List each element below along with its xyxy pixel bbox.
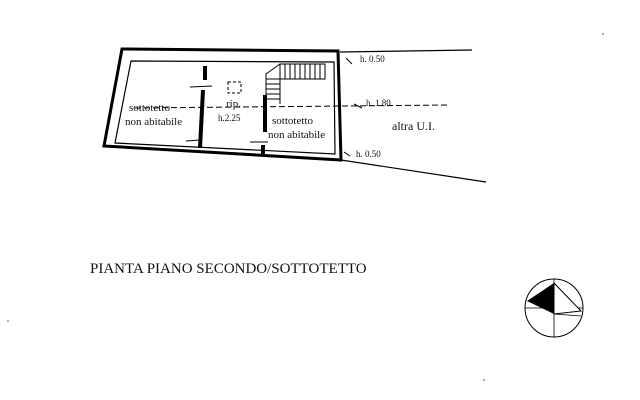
svg-text:h. 0.50: h. 0.50 bbox=[360, 54, 385, 64]
room-3-label-line2: non abitabile bbox=[268, 129, 325, 141]
north-arrow-icon bbox=[524, 278, 584, 338]
staircase-icon bbox=[265, 63, 326, 104]
door-marks bbox=[185, 85, 268, 143]
height-marker-top: h. 0.50 bbox=[345, 54, 385, 65]
height-marker-middle: h. 1.80 bbox=[353, 98, 391, 109]
svg-text:h. 1.80: h. 1.80 bbox=[366, 98, 391, 108]
interior-walls bbox=[198, 66, 267, 154]
room-2-height: h.2.25 bbox=[218, 113, 241, 123]
svg-text:h. 0.50: h. 0.50 bbox=[356, 149, 381, 159]
roof-pitch-lines bbox=[339, 49, 487, 183]
room-1-label-line1: sottotetto bbox=[129, 102, 170, 114]
room-1-label-line2: non abitabile bbox=[125, 116, 182, 128]
height-reference-line bbox=[134, 104, 451, 109]
height-marker-bottom: h. 0.50 bbox=[343, 149, 381, 159]
room-3-label-line1: sottotetto bbox=[272, 115, 313, 127]
storage-box bbox=[227, 81, 242, 94]
adjacent-unit-label: altra U.I. bbox=[392, 119, 435, 133]
scan-specks bbox=[7, 33, 604, 381]
plan-title: PIANTA PIANO SECONDO/SOTTOTETTO bbox=[90, 261, 367, 277]
room-2-label: rip. bbox=[226, 98, 241, 110]
